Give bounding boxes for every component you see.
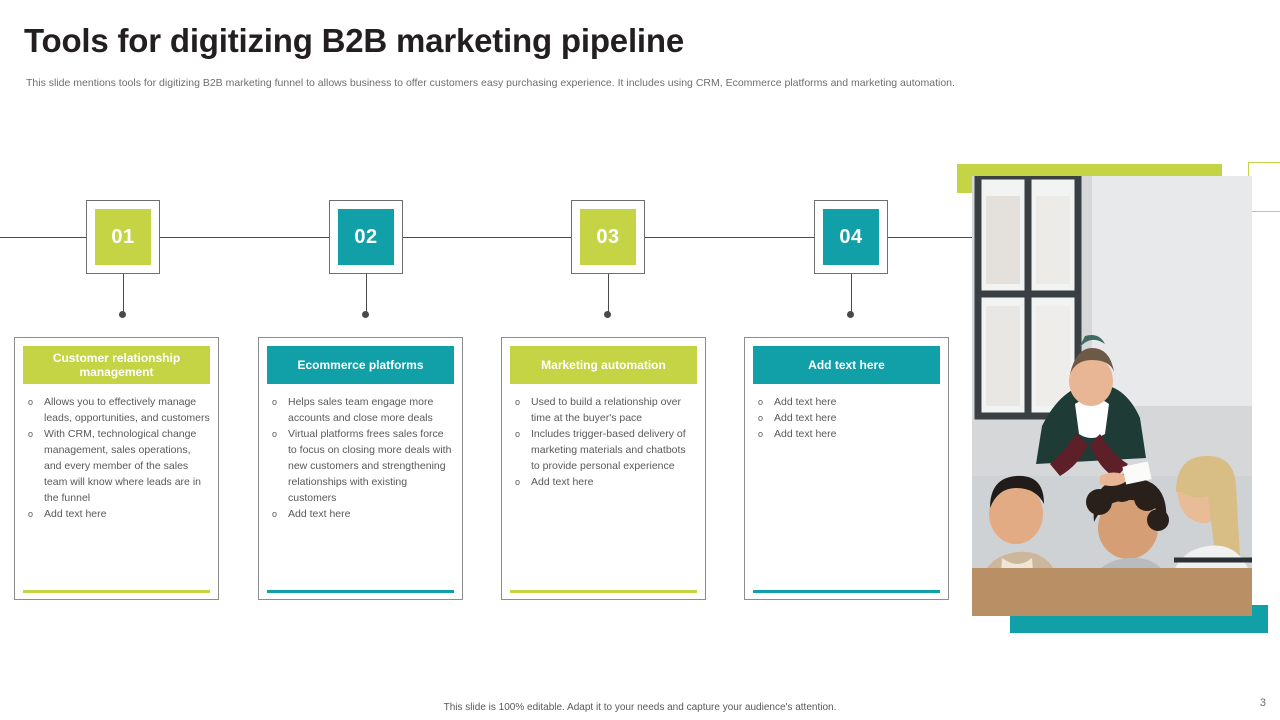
list-item-text: Used to build a relationship over time a… bbox=[531, 396, 682, 424]
timeline-axis bbox=[0, 237, 1000, 238]
timeline-stem-01 bbox=[123, 274, 124, 312]
timeline-dot-02 bbox=[362, 311, 369, 318]
footer-note: This slide is 100% editable. Adapt it to… bbox=[443, 702, 837, 713]
list-item-text: Add text here bbox=[774, 428, 837, 440]
card-title: Ecommerce platforms bbox=[297, 358, 424, 372]
list-item-text: Virtual platforms frees sales force to f… bbox=[288, 428, 452, 504]
list-item: o Includes trigger-based delivery of mark… bbox=[510, 426, 697, 474]
timeline-step-02[interactable]: 02 bbox=[329, 200, 403, 274]
step-number-badge: 04 bbox=[823, 209, 879, 265]
list-item: o Add text here bbox=[753, 426, 940, 442]
list-item: o Add text here bbox=[23, 506, 210, 522]
page-title: Tools for digitizing B2B marketing pipel… bbox=[24, 22, 684, 59]
card-bullet-list: o Used to build a relationship over time … bbox=[510, 394, 697, 490]
step-number-badge: 02 bbox=[338, 209, 394, 265]
list-item-text: Allows you to effectively manage leads, … bbox=[44, 396, 210, 424]
content-card-3[interactable]: Marketing automation o Used to build a re… bbox=[501, 337, 706, 600]
timeline-dot-04 bbox=[847, 311, 854, 318]
step-number-badge: 03 bbox=[580, 209, 636, 265]
card-title: Marketing automation bbox=[541, 358, 666, 372]
list-item-text: Add text here bbox=[531, 476, 594, 488]
timeline-dot-03 bbox=[604, 311, 611, 318]
card-header: Marketing automation bbox=[510, 346, 697, 384]
card-title: Customer relationship management bbox=[52, 351, 181, 379]
timeline-step-04[interactable]: 04 bbox=[814, 200, 888, 274]
card-title: Add text here bbox=[808, 358, 885, 372]
card-bullet-list: o Allows you to effectively manage leads,… bbox=[23, 394, 210, 522]
step-number-label: 04 bbox=[839, 225, 863, 248]
bullet-circle-icon: o bbox=[272, 397, 278, 407]
card-bullet-list: o Helps sales team engage more accounts a… bbox=[267, 394, 454, 522]
list-item-text: With CRM, technological change managemen… bbox=[44, 428, 201, 504]
bullet-circle-icon: o bbox=[515, 477, 521, 487]
bullet-circle-icon: o bbox=[272, 429, 278, 439]
list-item-text: Add text here bbox=[44, 508, 107, 520]
bullet-circle-icon: o bbox=[28, 509, 34, 519]
list-item-text: Includes trigger-based delivery of marke… bbox=[531, 428, 686, 472]
list-item: o With CRM, technological change manageme… bbox=[23, 426, 210, 506]
card-header: Ecommerce platforms bbox=[267, 346, 454, 384]
bullet-circle-icon: o bbox=[272, 509, 278, 519]
timeline-stem-03 bbox=[608, 274, 609, 312]
page-subtitle: This slide mentions tools for digitizing… bbox=[26, 77, 955, 89]
list-item: o Add text here bbox=[510, 474, 697, 490]
list-item: o Allows you to effectively manage leads,… bbox=[23, 394, 210, 426]
list-item: o Virtual platforms frees sales force to … bbox=[267, 426, 454, 506]
bullet-circle-icon: o bbox=[758, 413, 764, 423]
content-card-2[interactable]: Ecommerce platforms o Helps sales team en… bbox=[258, 337, 463, 600]
timeline-stem-04 bbox=[851, 274, 852, 312]
list-item: o Add text here bbox=[753, 410, 940, 426]
timeline-stem-02 bbox=[366, 274, 367, 312]
list-item: o Add text here bbox=[267, 506, 454, 522]
list-item-text: Add text here bbox=[774, 396, 837, 408]
page-number: 3 bbox=[1259, 697, 1266, 709]
bullet-circle-icon: o bbox=[28, 397, 34, 407]
bullet-circle-icon: o bbox=[515, 397, 521, 407]
bullet-circle-icon: o bbox=[515, 429, 521, 439]
team-photo bbox=[972, 176, 1252, 616]
list-item-text: Add text here bbox=[774, 412, 837, 424]
bullet-circle-icon: o bbox=[758, 397, 764, 407]
timeline-step-03[interactable]: 03 bbox=[571, 200, 645, 274]
timeline-step-01[interactable]: 01 bbox=[86, 200, 160, 274]
card-header: Customer relationship management bbox=[23, 346, 210, 384]
step-number-label: 01 bbox=[111, 225, 135, 248]
step-number-label: 03 bbox=[596, 225, 620, 248]
card-accent-bar bbox=[753, 589, 940, 593]
bullet-circle-icon: o bbox=[28, 429, 34, 439]
decor-lime-outline-rect bbox=[1248, 162, 1280, 212]
bullet-circle-icon: o bbox=[758, 429, 764, 439]
card-accent-bar bbox=[267, 589, 454, 593]
list-item: o Add text here bbox=[753, 394, 940, 410]
list-item-text: Helps sales team engage more accounts an… bbox=[288, 396, 434, 424]
card-accent-bar bbox=[23, 589, 210, 593]
list-item: o Used to build a relationship over time … bbox=[510, 394, 697, 426]
list-item: o Helps sales team engage more accounts a… bbox=[267, 394, 454, 426]
timeline-dot-01 bbox=[119, 311, 126, 318]
step-number-label: 02 bbox=[354, 225, 378, 248]
content-card-1[interactable]: Customer relationship management o Allows… bbox=[14, 337, 219, 600]
card-accent-bar bbox=[510, 589, 697, 593]
list-item-text: Add text here bbox=[288, 508, 351, 520]
card-header: Add text here bbox=[753, 346, 940, 384]
step-number-badge: 01 bbox=[95, 209, 151, 265]
